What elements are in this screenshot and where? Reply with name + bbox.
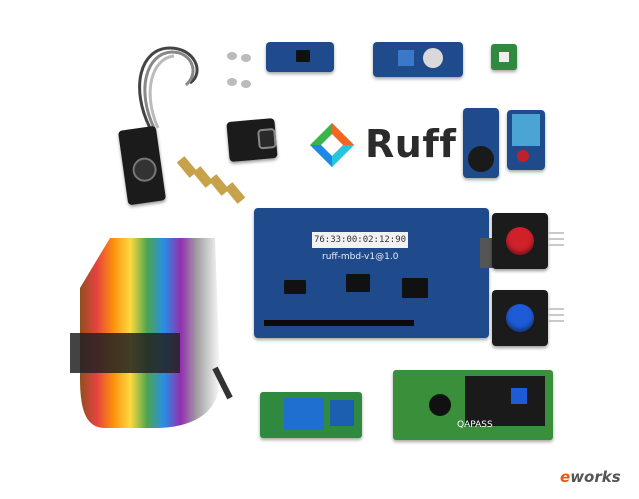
watermark-text: works (570, 468, 621, 486)
light-sensor-module (266, 42, 334, 72)
board-model-text: ruff-mbd-v1@1.0 (322, 252, 399, 262)
dht11-sensor-module (507, 110, 545, 170)
small-led-module (491, 44, 517, 70)
ruff-logo-text: Ruff (365, 122, 457, 166)
ruff-main-board: 76:33:00:02:12:90 ruff-mbd-v1@1.0 (254, 208, 494, 338)
brass-standoffs (176, 155, 250, 205)
ruff-logo: Ruff (307, 120, 467, 170)
blue-button-module (492, 290, 548, 346)
mic-sensor-module (373, 42, 463, 77)
blue-button-pins (548, 308, 564, 324)
lcd-module: QAPASS (393, 370, 553, 440)
mac-address-label: 76:33:00:02:12:90 (312, 232, 408, 248)
red-button-module (492, 213, 548, 269)
buzzer-module (463, 108, 499, 178)
red-button-cap (506, 227, 534, 255)
blue-button-cap (506, 304, 534, 332)
rainbow-ribbon-cable (70, 238, 233, 428)
ruff-logo-mark-icon (310, 123, 354, 167)
eworks-watermark: eworks (560, 468, 621, 487)
lcd-brand-text: QAPASS (457, 420, 493, 430)
jumper-cable-loop (138, 46, 199, 129)
screw-set (225, 52, 255, 92)
red-button-pins (548, 232, 564, 248)
relay-module (260, 392, 362, 438)
watermark-prefix: e (560, 468, 571, 486)
